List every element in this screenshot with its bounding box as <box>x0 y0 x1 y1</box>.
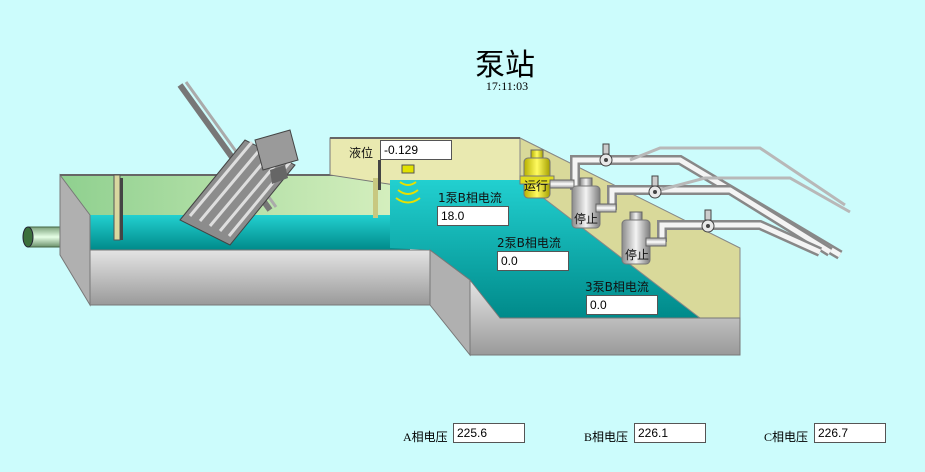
pump-1-current-label: 1泵B相电流 <box>438 191 502 205</box>
pump-1-current-field[interactable]: 18.0 <box>437 206 509 226</box>
inlet-channel <box>59 173 431 307</box>
level-label: 液位 <box>349 146 374 160</box>
pump-1-body[interactable] <box>519 149 575 199</box>
level-sensor <box>373 160 421 218</box>
bar-screen <box>177 81 299 246</box>
pump-2-body[interactable] <box>571 177 617 229</box>
level-value-field[interactable]: -0.129 <box>380 140 452 160</box>
voltage-b-label: B相电压 <box>584 430 629 444</box>
pump-2-current-label: 2泵B相电流 <box>497 236 561 250</box>
voltage-b-field[interactable]: 226.1 <box>634 423 706 443</box>
valve-icons <box>599 143 715 233</box>
pump-3-status: 停止 <box>625 248 650 262</box>
voltage-c-label: C相电压 <box>764 430 809 444</box>
pump-3-current-label: 3泵B相电流 <box>585 280 649 294</box>
voltage-a-label: A相电压 <box>403 430 448 444</box>
pump-3-body[interactable] <box>621 211 667 265</box>
pump-2-current-field[interactable]: 0.0 <box>497 251 569 271</box>
clock-time: 17:11:03 <box>485 79 529 93</box>
voltage-c-field[interactable]: 226.7 <box>814 423 886 443</box>
pump-3-current-field[interactable]: 0.0 <box>586 295 658 315</box>
gate-posts <box>113 174 123 241</box>
pump-2-status: 停止 <box>574 212 599 226</box>
voltage-a-field[interactable]: 225.6 <box>453 423 525 443</box>
page-title: 泵站 <box>475 48 535 83</box>
pump-1-status: 运行 <box>524 179 549 193</box>
